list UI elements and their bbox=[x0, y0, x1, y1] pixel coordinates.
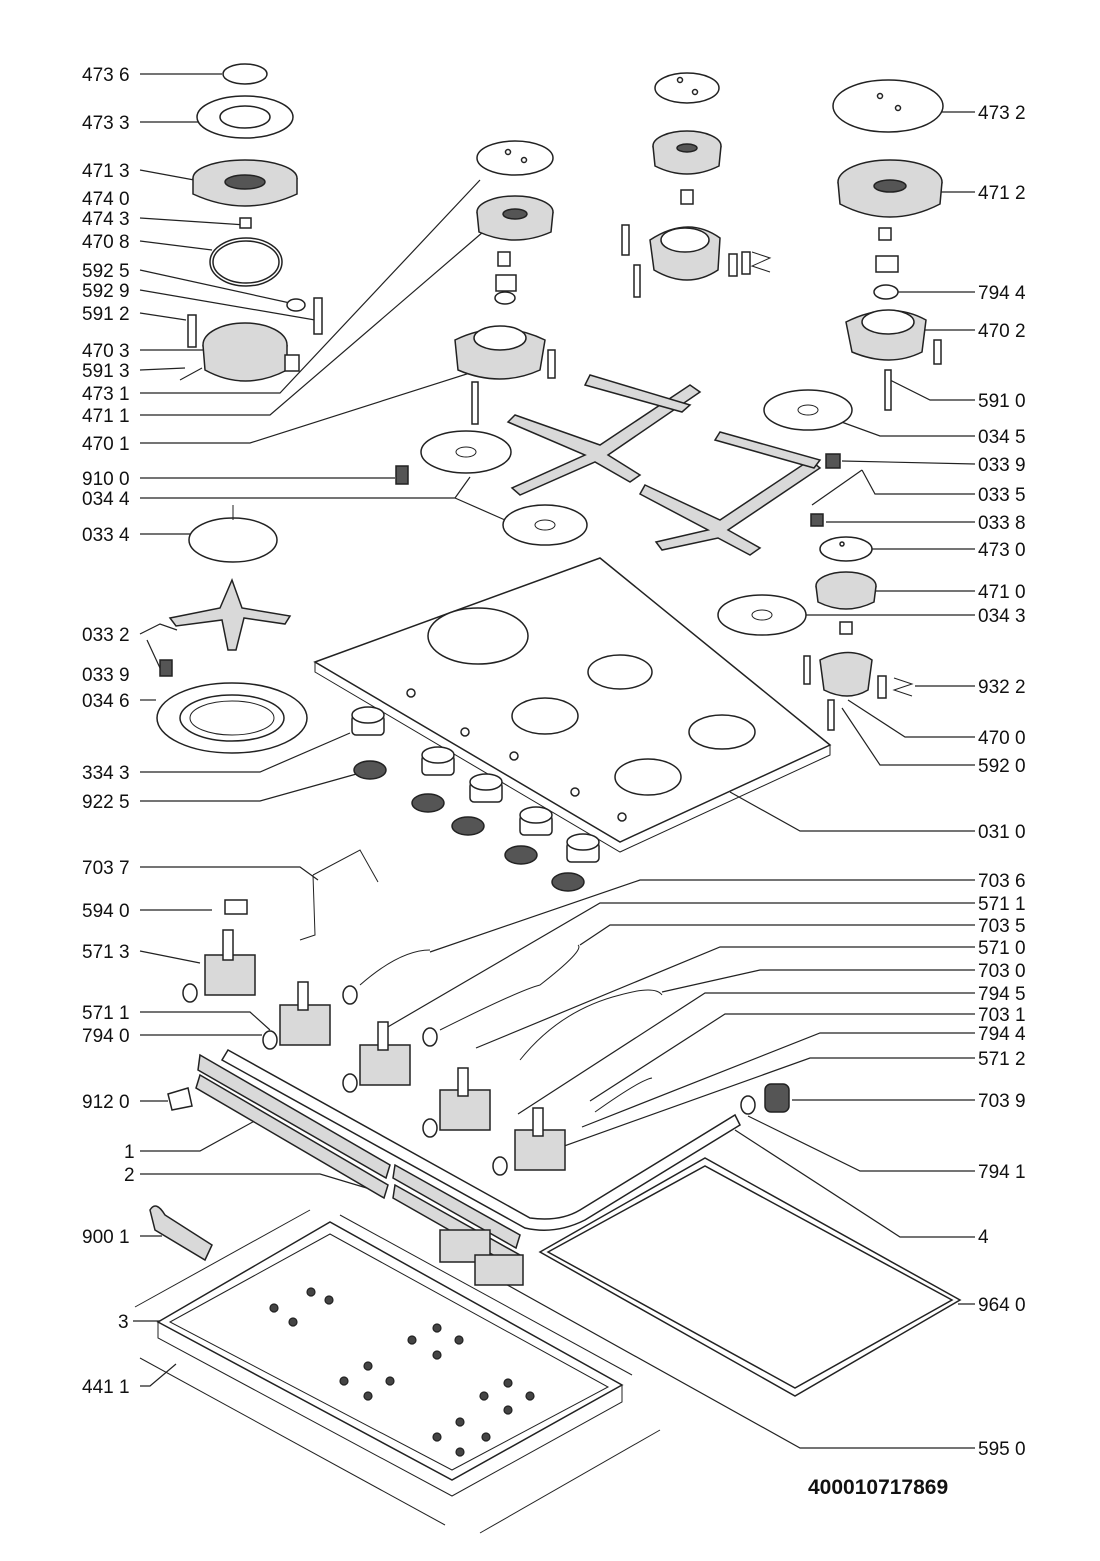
part-label: 912 0 bbox=[82, 1092, 130, 1113]
rapid-burner-assembly bbox=[832, 79, 944, 411]
part-label: 592 0 bbox=[978, 756, 1026, 777]
part-label: 964 0 bbox=[978, 1295, 1026, 1316]
part-label: 033 8 bbox=[978, 513, 1026, 534]
auxiliary-burner-assembly bbox=[454, 140, 556, 425]
semi-rapid-burner-assembly bbox=[621, 72, 772, 298]
part-label: 471 2 bbox=[978, 183, 1026, 204]
part-label: 033 4 bbox=[82, 525, 130, 546]
part-label: 470 8 bbox=[82, 232, 130, 253]
part-label: 033 2 bbox=[82, 625, 130, 646]
part-label: 922 5 bbox=[82, 792, 130, 813]
trim-ring bbox=[156, 682, 308, 754]
part-label: 470 3 bbox=[82, 341, 130, 362]
part-label: 034 6 bbox=[82, 691, 130, 712]
part-label: 474 3 bbox=[82, 209, 130, 230]
part-label: 034 5 bbox=[978, 427, 1026, 448]
part-label: 033 5 bbox=[978, 485, 1026, 506]
part-label: 470 0 bbox=[978, 728, 1026, 749]
part-label: 571 3 bbox=[82, 942, 130, 963]
part-label: 794 5 bbox=[978, 984, 1026, 1005]
small-burner-assembly bbox=[803, 536, 914, 731]
part-label: 470 2 bbox=[978, 321, 1026, 342]
part-label: 794 4 bbox=[978, 1024, 1026, 1045]
part-label: 594 0 bbox=[82, 901, 130, 922]
part-label: 473 3 bbox=[82, 113, 130, 134]
part-label: 3 bbox=[118, 1312, 129, 1333]
part-label: 034 4 bbox=[82, 489, 130, 510]
right-callout-labels: 473 2 471 2 794 4 470 2 591 0 034 5 033 … bbox=[978, 103, 1026, 1460]
base-chassis bbox=[134, 1053, 962, 1534]
hob-top-plate bbox=[313, 557, 832, 853]
part-label: 910 0 bbox=[82, 469, 130, 490]
part-label: 034 3 bbox=[978, 606, 1026, 627]
left-callout-labels: 473 6 473 3 471 3 474 0 474 3 470 8 592 … bbox=[82, 65, 135, 1398]
part-label: 473 1 bbox=[82, 384, 130, 405]
drawing-number: 400010717869 bbox=[808, 1476, 949, 1499]
part-label: 794 0 bbox=[82, 1026, 130, 1047]
part-label: 900 1 bbox=[82, 1227, 130, 1248]
part-label: 703 5 bbox=[978, 916, 1026, 937]
part-label: 474 0 bbox=[82, 189, 130, 210]
part-label: 571 0 bbox=[978, 938, 1026, 959]
gas-valves-and-pipes bbox=[167, 849, 790, 1231]
burner-discs bbox=[395, 389, 853, 636]
leader-lines bbox=[133, 73, 976, 1449]
part-label: 441 1 bbox=[82, 1377, 130, 1398]
part-label: 471 1 bbox=[82, 406, 130, 427]
wok-support bbox=[159, 505, 292, 677]
part-label: 591 3 bbox=[82, 361, 130, 382]
part-label: 1 bbox=[124, 1142, 135, 1163]
part-label: 703 9 bbox=[978, 1091, 1026, 1112]
part-label: 592 5 bbox=[82, 261, 130, 282]
knobs bbox=[351, 706, 600, 892]
part-label: 334 3 bbox=[82, 763, 130, 784]
part-label: 595 0 bbox=[978, 1439, 1026, 1460]
part-label: 703 0 bbox=[978, 961, 1026, 982]
part-label: 471 3 bbox=[82, 161, 130, 182]
part-label: 932 2 bbox=[978, 677, 1026, 698]
part-label: 470 1 bbox=[82, 434, 130, 455]
part-label: 473 6 bbox=[82, 65, 130, 86]
part-label: 703 6 bbox=[978, 871, 1026, 892]
part-label: 033 9 bbox=[82, 665, 130, 686]
part-label: 2 bbox=[124, 1165, 135, 1186]
part-label: 031 0 bbox=[978, 822, 1026, 843]
part-label: 473 2 bbox=[978, 103, 1026, 124]
part-label: 592 9 bbox=[82, 281, 130, 302]
part-label: 591 0 bbox=[978, 391, 1026, 412]
part-label: 703 7 bbox=[82, 858, 130, 879]
part-label: 571 2 bbox=[978, 1049, 1026, 1070]
part-label: 033 9 bbox=[978, 455, 1026, 476]
part-label: 591 2 bbox=[82, 304, 130, 325]
part-label: 794 4 bbox=[978, 283, 1026, 304]
pan-supports bbox=[506, 374, 822, 556]
part-label: 571 1 bbox=[82, 1003, 130, 1024]
part-label: 703 1 bbox=[978, 1005, 1026, 1026]
part-label: 571 1 bbox=[978, 894, 1026, 915]
part-label: 794 1 bbox=[978, 1162, 1026, 1183]
burner-cap-small bbox=[222, 63, 268, 85]
part-label: 471 0 bbox=[978, 582, 1026, 603]
wok-burner-assembly bbox=[179, 63, 323, 382]
part-label: 473 0 bbox=[978, 540, 1026, 561]
part-label: 4 bbox=[978, 1227, 989, 1248]
